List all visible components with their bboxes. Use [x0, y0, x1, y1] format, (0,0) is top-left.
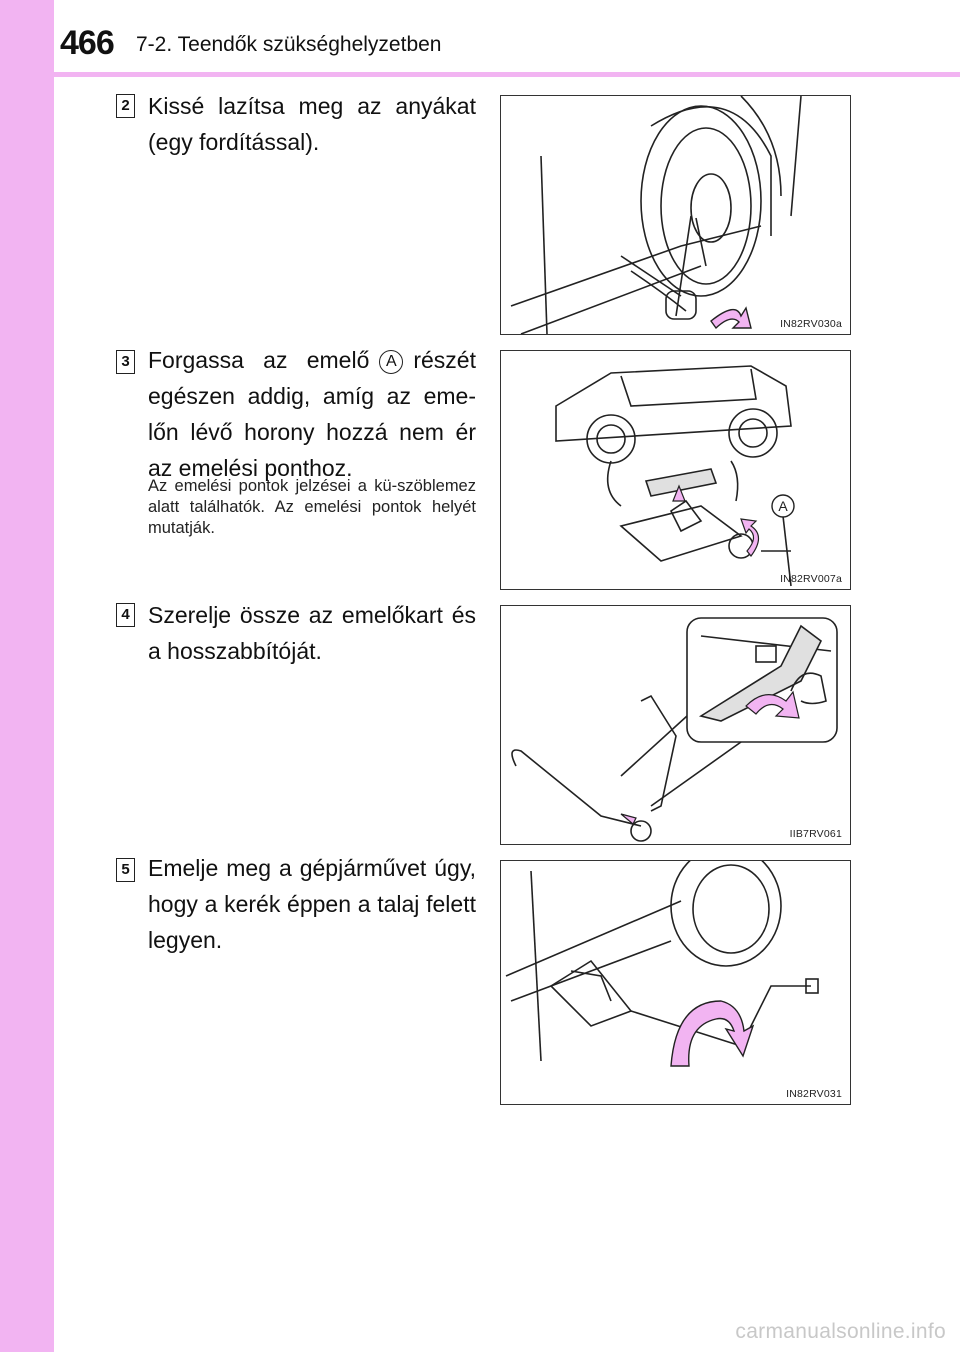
callout-a-circle	[771, 494, 795, 518]
step-number-5: 5	[116, 858, 135, 882]
side-color-band	[0, 0, 54, 1352]
step-3-text-after: részét egészen addig, amíg az eme-lőn lé…	[148, 347, 476, 481]
step-5-text: Emelje meg a gépjárművet úgy, hogy a ker…	[148, 855, 476, 953]
figure-code: IIB7RV061	[789, 828, 842, 840]
rotation-arrow-icon	[740, 518, 760, 557]
figure-code: IN82RV007a	[780, 573, 842, 585]
step-2-text: Kissé lazítsa meg az anyákat (egy fordít…	[148, 93, 476, 155]
step-number-4: 4	[116, 603, 135, 627]
figure-code: IN82RV031	[786, 1088, 842, 1100]
rotation-arrow-icon	[670, 1000, 755, 1067]
step-4-text: Szerelje össze az emelőkart és a hosszab…	[148, 602, 476, 664]
header-rule	[54, 72, 960, 77]
raising-vehicle-illustration	[505, 861, 819, 1067]
figure-raise-vehicle: IN82RV031	[500, 860, 851, 1105]
car-and-jack-illustration: A	[555, 365, 795, 587]
figure-jack-position: A IN82RV007a	[500, 350, 851, 590]
step-3-text-before: Forgassa az emelő	[148, 347, 370, 373]
figure-assemble-handle: IIB7RV061	[500, 605, 851, 845]
step-number-3: 3	[116, 350, 135, 374]
step-number-2: 2	[116, 94, 135, 118]
jack-handle-illustration	[511, 617, 838, 842]
callout-a-marker: A	[379, 350, 404, 374]
step-3-note: Az emelési pontok jelzései a kü-szöbleme…	[148, 477, 476, 537]
figure-code: IN82RV030a	[780, 318, 842, 330]
wrench-on-wheel-illustration	[510, 96, 802, 334]
watermark: carmanualsonline.info	[735, 1320, 946, 1343]
page-header: 466 7-2. Teendők szükséghelyzetben	[0, 0, 960, 78]
figure-loosen-nuts: IN82RV030a	[500, 95, 851, 335]
rotation-arrow-icon	[710, 306, 752, 330]
callout-a-label: A	[778, 498, 788, 514]
page-number: 466	[60, 24, 115, 62]
rotation-arrow-icon	[745, 690, 800, 719]
section-title: 7-2. Teendők szükséghelyzetben	[136, 33, 442, 56]
